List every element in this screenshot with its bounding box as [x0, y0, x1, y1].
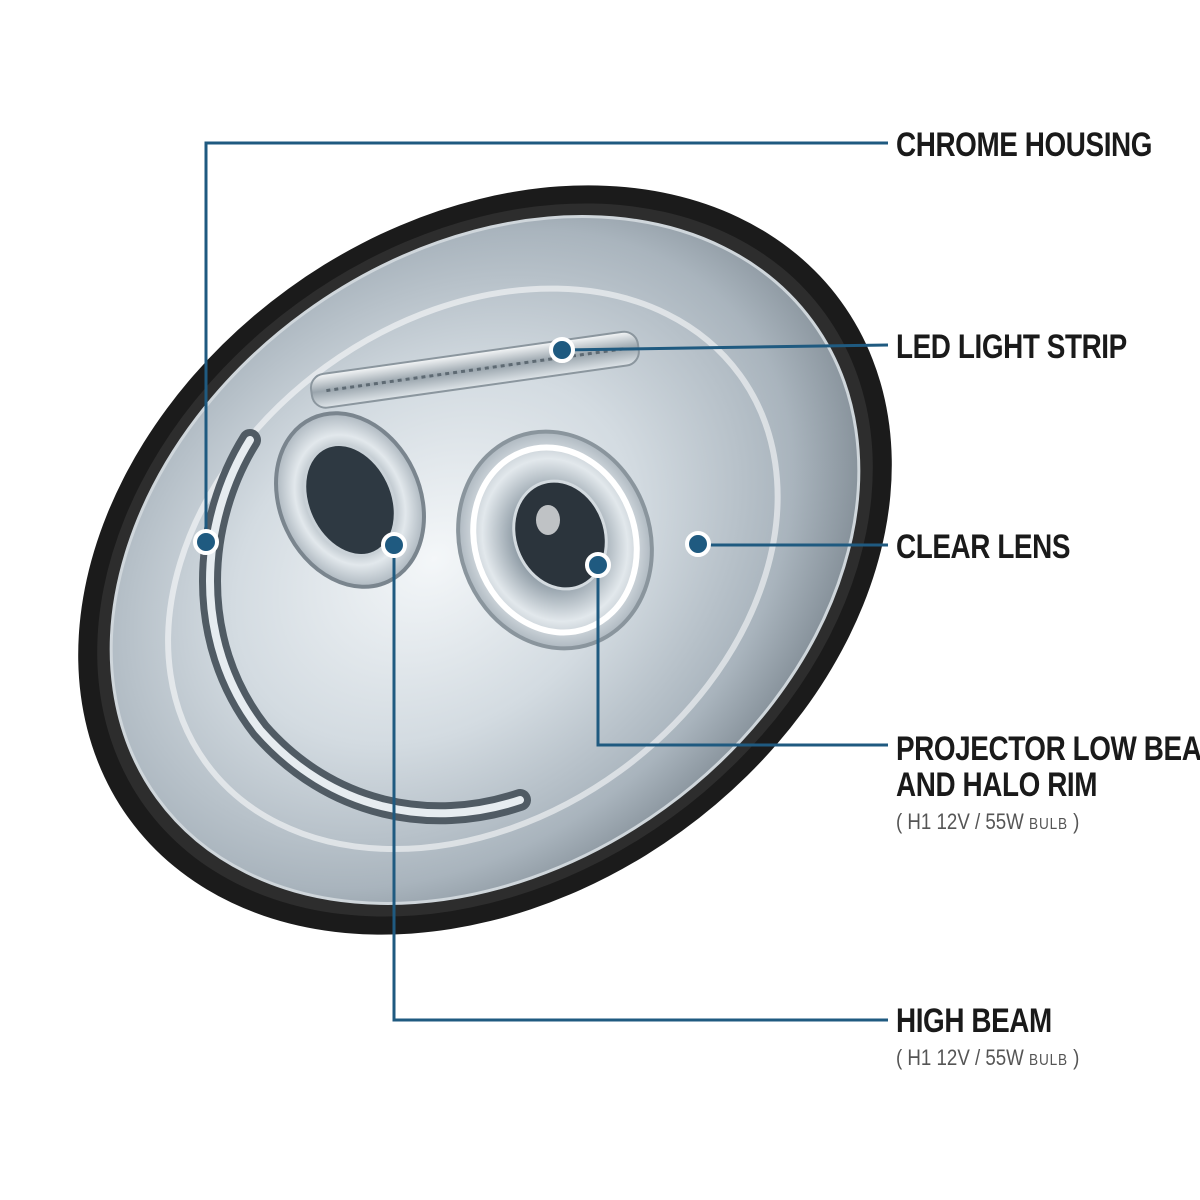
label-led-light-strip: LED LIGHT STRIP — [896, 328, 1127, 366]
dot-high-beam — [381, 532, 407, 558]
high-beam-spec-value: ( H1 12V / 55W — [896, 1045, 1030, 1070]
high-beam-bulb-spec: ( H1 12V / 55W BULB ) — [896, 1046, 1079, 1073]
callout-dots — [193, 337, 711, 578]
leader-high-beam — [392, 545, 888, 1022]
label-projector-line2: AND HALO RIM — [896, 766, 1098, 804]
leader-projector — [596, 565, 888, 747]
leader-lines — [204, 141, 889, 1022]
dot-led-strip — [549, 337, 575, 363]
high-beam-spec-unit: BULB — [1029, 1052, 1068, 1069]
label-projector-line1: PROJECTOR LOW BEAM — [896, 730, 1200, 768]
label-clear-lens: CLEAR LENS — [896, 528, 1071, 566]
leader-led-strip — [561, 343, 889, 352]
projector-lens — [456, 429, 654, 651]
leader-chrome-housing — [204, 141, 888, 540]
dot-clear-lens — [685, 531, 711, 557]
label-chrome-housing: CHROME HOUSING — [896, 126, 1153, 164]
projector-spec-close: ) — [1067, 809, 1080, 834]
projector-spec-unit: BULB — [1029, 816, 1068, 833]
projector-bulb-spec: ( H1 12V / 55W BULB ) — [896, 810, 1079, 837]
high-beam-spec-close: ) — [1067, 1045, 1080, 1070]
dot-chrome-housing — [193, 529, 219, 555]
halo-rim — [470, 444, 640, 636]
dot-projector — [585, 552, 611, 578]
label-high-beam: HIGH BEAM — [896, 1002, 1052, 1040]
projector-spec-value: ( H1 12V / 55W — [896, 809, 1030, 834]
